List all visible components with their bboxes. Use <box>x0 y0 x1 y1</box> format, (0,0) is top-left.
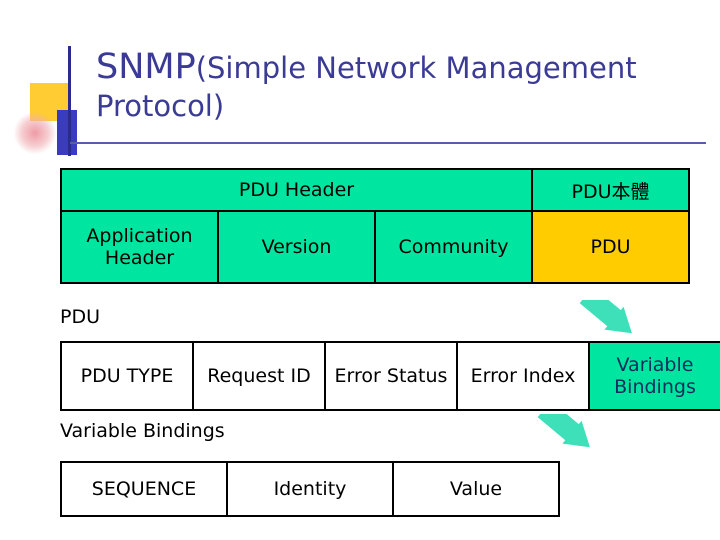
cell-pdu-header: PDU Header <box>60 168 533 212</box>
decor-purple-block <box>57 110 77 155</box>
table-varbind-fields: SEQUENCE Identity Value <box>60 461 560 517</box>
table-pdu-message: PDU Header PDU本體 Application Header Vers… <box>60 168 690 284</box>
cell-community: Community <box>374 210 533 284</box>
cell-application-header: Application Header <box>60 210 219 284</box>
cell-variable-bindings: Variable Bindings <box>588 341 720 411</box>
page-title-main: SNMP <box>96 47 196 87</box>
cell-request-id: Request ID <box>192 341 326 411</box>
table-row: PDU TYPE Request ID Error Status Error I… <box>60 341 720 411</box>
cell-version: Version <box>217 210 376 284</box>
decor-vertical-line <box>68 46 71 156</box>
cell-pdu: PDU <box>531 210 690 284</box>
decor-yellow-square <box>30 83 68 121</box>
cell-value: Value <box>392 461 560 517</box>
cell-error-index: Error Index <box>456 341 590 411</box>
cell-pdu-body-label: PDU本體 <box>531 168 690 212</box>
page-title: SNMP(Simple Network Management Protocol) <box>96 46 706 124</box>
decor-pink-blur <box>14 112 56 154</box>
page-title-paren: (Simple Network Management Protocol) <box>96 51 637 123</box>
caption-pdu: PDU <box>60 306 100 328</box>
title-divider <box>70 142 706 144</box>
table-row: SEQUENCE Identity Value <box>60 461 560 517</box>
cell-pdu-type: PDU TYPE <box>60 341 194 411</box>
caption-variable-bindings: Variable Bindings <box>60 420 225 442</box>
cell-sequence: SEQUENCE <box>60 461 228 517</box>
table-pdu-fields: PDU TYPE Request ID Error Status Error I… <box>60 341 720 411</box>
cell-identity: Identity <box>226 461 394 517</box>
table-row: Application Header Version Community PDU <box>60 210 690 284</box>
cell-error-status: Error Status <box>324 341 458 411</box>
table-row: PDU Header PDU本體 <box>60 168 690 212</box>
arrow-to-variable-bindings-icon <box>537 414 590 448</box>
